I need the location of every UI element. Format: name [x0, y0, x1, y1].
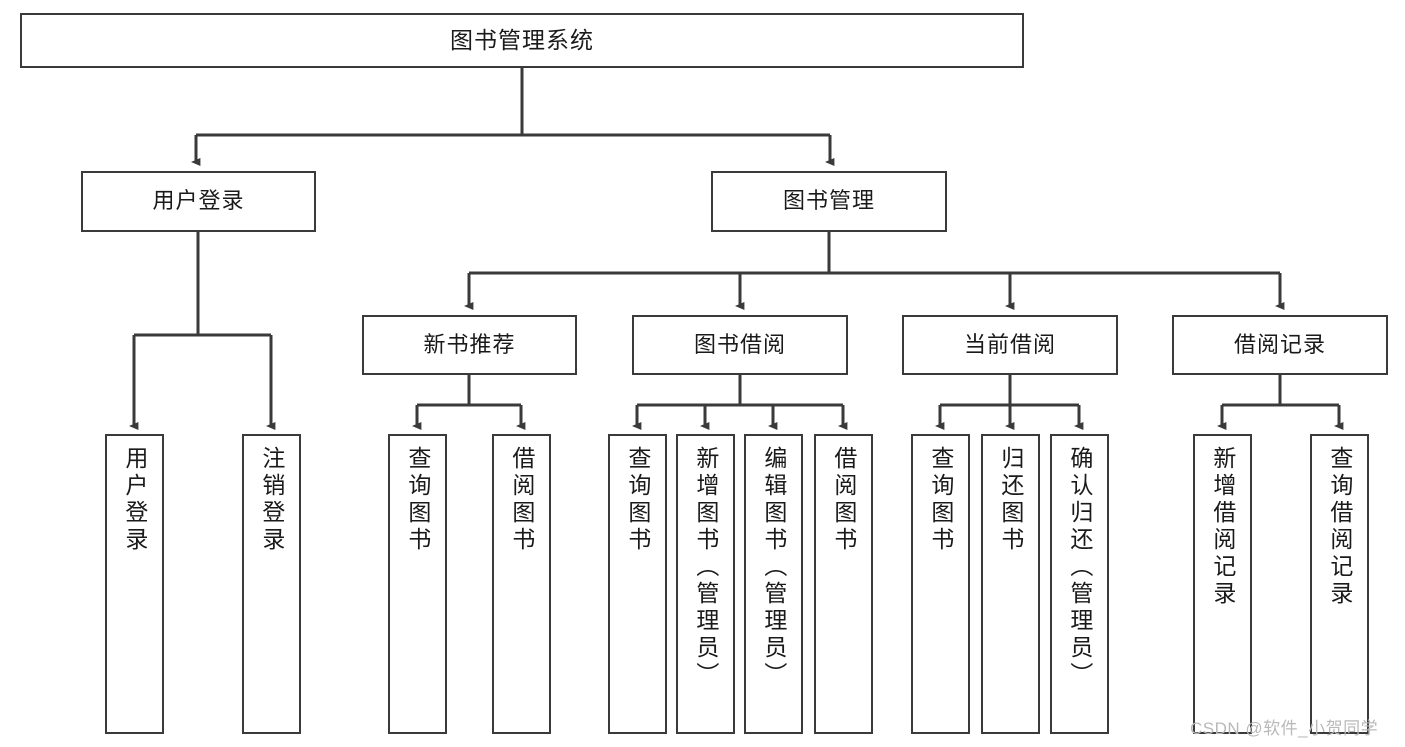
node-label: 归还图书 [997, 446, 1024, 554]
node-current-borrow[interactable]: 当前借阅 [902, 315, 1118, 375]
node-label: 查询图书 [404, 446, 431, 554]
node-leaf-add-book[interactable]: 新增图书（管理员） [676, 434, 735, 734]
node-label: 新增借阅记录 [1209, 446, 1236, 608]
node-label: 图书管理系统 [450, 26, 594, 53]
node-leaf-query-record[interactable]: 查询借阅记录 [1310, 434, 1369, 734]
node-leaf-confirm-return[interactable]: 确认归还（管理员） [1050, 434, 1109, 734]
node-book-management[interactable]: 图书管理 [711, 171, 947, 232]
node-label: 借阅记录 [1233, 331, 1326, 357]
node-leaf-edit-book[interactable]: 编辑图书（管理员） [744, 434, 803, 734]
node-leaf-query-book-3[interactable]: 查询图书 [911, 434, 970, 734]
node-label: 借阅图书 [830, 446, 857, 554]
node-leaf-query-book-1[interactable]: 查询图书 [388, 434, 447, 734]
node-leaf-return-book[interactable]: 归还图书 [981, 434, 1040, 734]
node-label: 新增图书（管理员） [692, 446, 719, 689]
node-leaf-query-book-2[interactable]: 查询图书 [608, 434, 667, 734]
node-leaf-user-logout[interactable]: 注销登录 [242, 434, 301, 734]
node-label: 用户登录 [121, 446, 148, 554]
csdn-watermark: CSDN @软件_小贺同学 [1190, 719, 1379, 738]
node-book-borrow[interactable]: 图书借阅 [632, 315, 848, 375]
node-label: 图书管理 [782, 188, 875, 214]
node-label: 查询图书 [624, 446, 651, 554]
node-label: 编辑图书（管理员） [760, 446, 787, 689]
node-label: 用户登录 [152, 188, 245, 214]
node-label: 确认归还（管理员） [1066, 446, 1093, 689]
node-leaf-borrow-book-2[interactable]: 借阅图书 [814, 434, 873, 734]
node-leaf-borrow-book-1[interactable]: 借阅图书 [492, 434, 551, 734]
node-label: 注销登录 [258, 446, 285, 554]
node-label: 当前借阅 [963, 331, 1056, 357]
node-label: 借阅图书 [508, 446, 535, 554]
node-borrow-record[interactable]: 借阅记录 [1172, 315, 1388, 375]
node-root-system[interactable]: 图书管理系统 [20, 13, 1024, 68]
node-label: 新书推荐 [423, 331, 516, 357]
node-label: 查询借阅记录 [1326, 446, 1353, 608]
node-label: 图书借阅 [693, 331, 786, 357]
node-leaf-add-record[interactable]: 新增借阅记录 [1193, 434, 1252, 734]
node-label: 查询图书 [927, 446, 954, 554]
node-leaf-user-login[interactable]: 用户登录 [105, 434, 164, 734]
node-new-book-recommend[interactable]: 新书推荐 [362, 315, 577, 375]
node-user-login[interactable]: 用户登录 [81, 171, 316, 232]
